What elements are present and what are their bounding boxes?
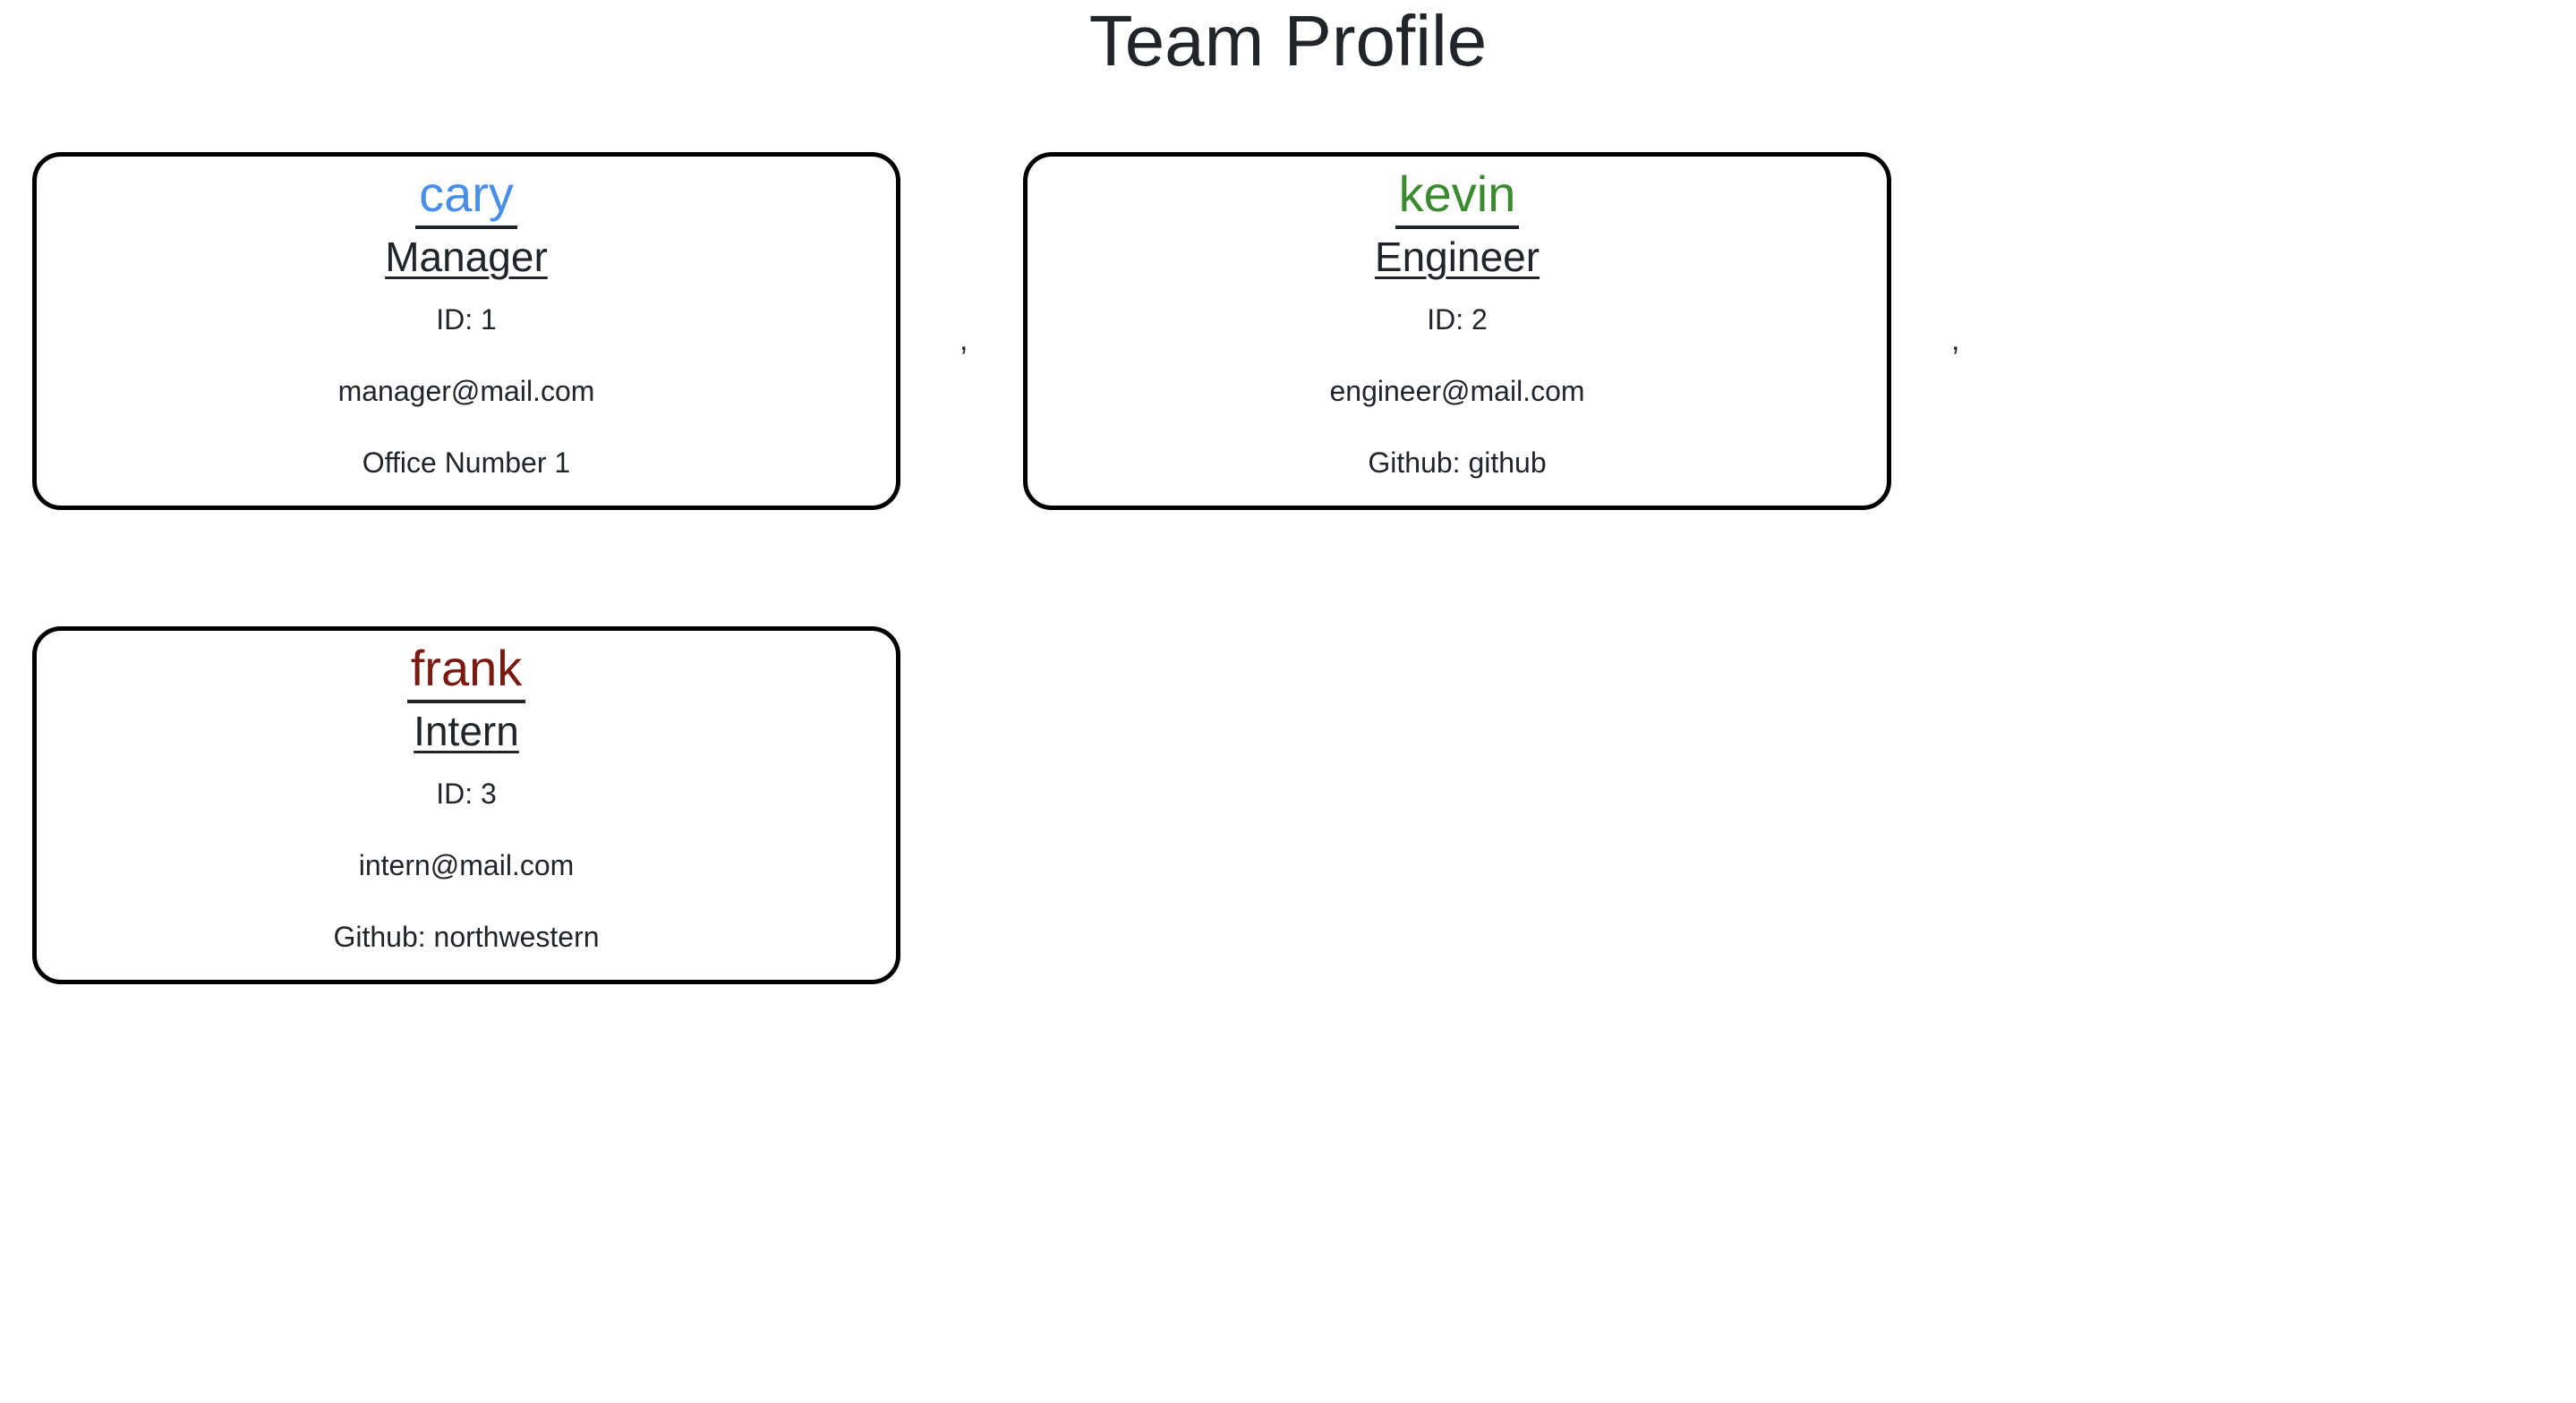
employee-card-intern: frank Intern ID: 3 intern@mail.com Githu… <box>32 626 900 984</box>
employee-role: Manager <box>385 234 548 280</box>
employee-name-text: frank <box>406 637 526 703</box>
employee-role: Intern <box>414 708 519 754</box>
employee-card-engineer: kevin Engineer ID: 2 engineer@mail.com G… <box>1023 152 1891 510</box>
employee-name: cary <box>37 162 896 229</box>
page-title: Team Profile <box>1088 1 1488 81</box>
employee-github: Github: northwestern <box>333 921 600 953</box>
employee-office-number: Office Number 1 <box>362 446 571 479</box>
employee-github: Github: github <box>1368 446 1547 479</box>
employee-email: manager@mail.com <box>337 375 595 407</box>
employee-role: Engineer <box>1374 234 1540 280</box>
employee-id: ID: 3 <box>436 778 497 810</box>
employee-email: engineer@mail.com <box>1329 375 1585 407</box>
employee-name-text: kevin <box>1395 163 1520 229</box>
employee-name: kevin <box>1028 162 1887 229</box>
employee-name: frank <box>37 636 896 703</box>
employee-id: ID: 1 <box>436 303 497 336</box>
employee-id: ID: 2 <box>1427 303 1488 336</box>
employee-card-manager: cary Manager ID: 1 manager@mail.com Offi… <box>32 152 900 510</box>
card-separator: , <box>960 323 968 357</box>
card-separator: , <box>1951 323 1960 357</box>
employee-email: intern@mail.com <box>358 849 575 881</box>
employee-name-text: cary <box>415 163 517 229</box>
